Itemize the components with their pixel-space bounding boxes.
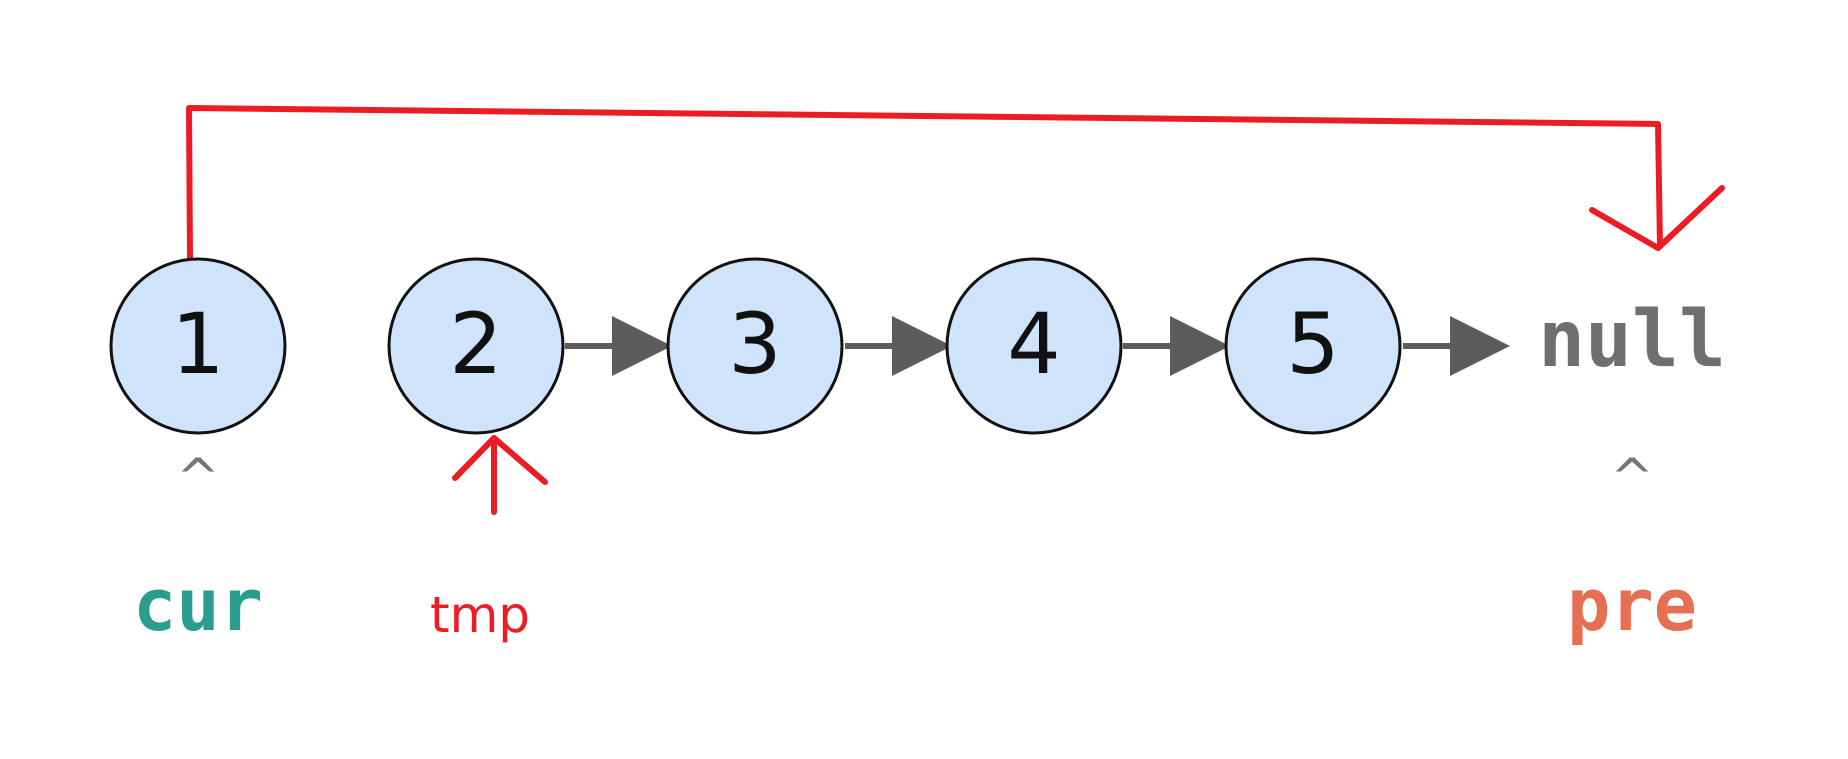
node-5-value: 5 — [1286, 295, 1339, 393]
node-3: 3 — [666, 257, 844, 435]
node-4-value: 4 — [1007, 295, 1060, 393]
node-5: 5 — [1224, 257, 1402, 435]
cur-label: cur — [133, 563, 263, 647]
annotation-arrow-head — [1589, 185, 1725, 251]
tmp-pointer-arrow-head — [452, 435, 548, 485]
annotation-arrow-to-null — [186, 105, 1663, 261]
node-2-value: 2 — [449, 295, 502, 393]
tmp-label: tmp — [430, 586, 530, 644]
node-1-value: 1 — [171, 295, 224, 393]
node-3-value: 3 — [728, 295, 781, 393]
cur-caret: ^ — [176, 448, 220, 508]
node-4: 4 — [945, 257, 1123, 435]
node-2: 2 — [387, 257, 565, 435]
pre-label: pre — [1567, 563, 1697, 647]
node-1: 1 — [109, 257, 287, 435]
pre-caret: ^ — [1610, 448, 1654, 508]
null-terminal: null — [1538, 295, 1726, 385]
